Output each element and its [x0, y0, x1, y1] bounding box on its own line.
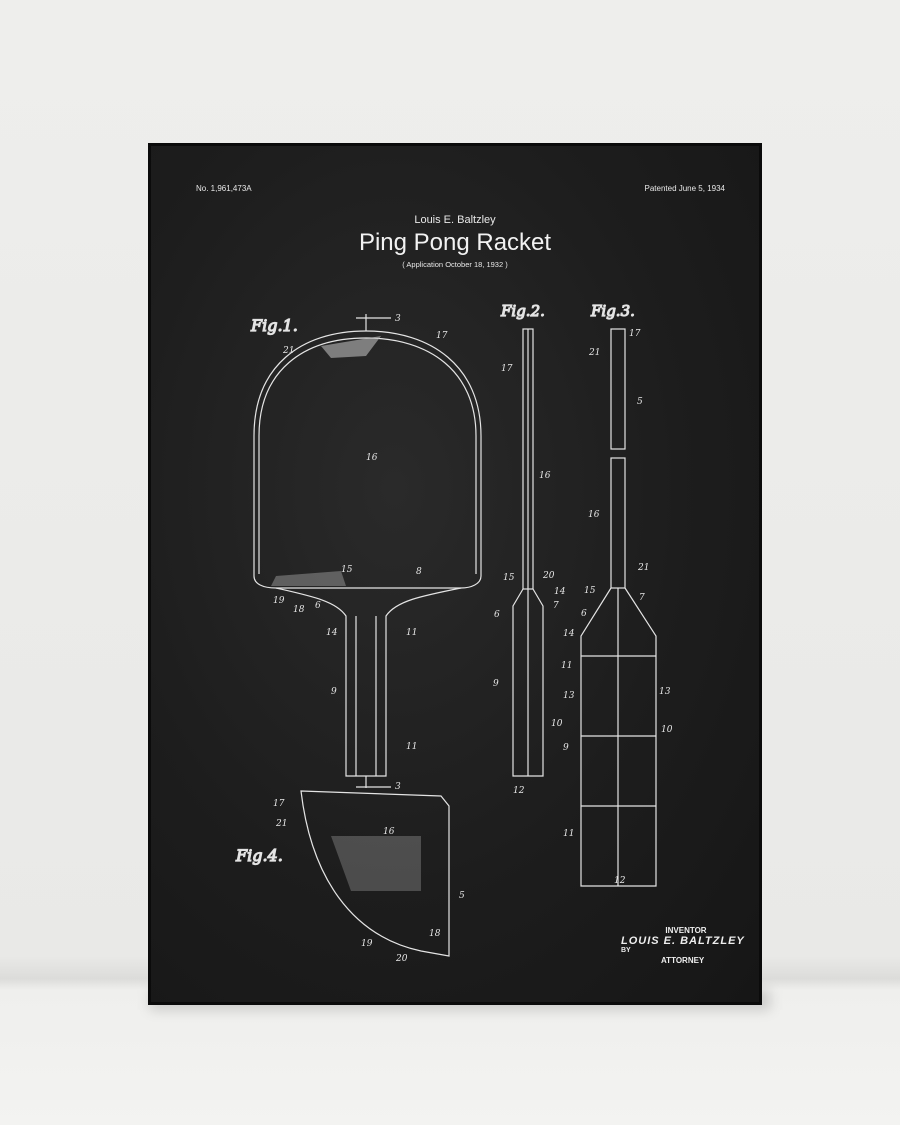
- part-number-label: 13: [659, 687, 671, 697]
- part-number-label: 7: [553, 601, 559, 611]
- part-number-label: 8: [416, 567, 422, 577]
- part-number-label: 19: [361, 939, 373, 949]
- part-number-label: 11: [561, 661, 572, 671]
- part-number-label: 18: [429, 929, 441, 939]
- part-number-label: 18: [293, 605, 305, 615]
- part-number-label: 16: [383, 827, 395, 837]
- fig1-racket-drawing: [253, 314, 482, 788]
- part-number-label: 5: [637, 397, 643, 407]
- fig1-label: Fig.1.: [250, 316, 298, 335]
- patent-drawing: Fig.1. Fig.2. Fig.3. Fig.4. 3 17 21 16 1…: [234, 301, 673, 964]
- part-number-label: 15: [503, 573, 515, 583]
- part-number-label: 5: [459, 891, 465, 901]
- part-number-label: 7: [639, 593, 645, 603]
- inventor-name: Louis E. Baltzley: [414, 214, 496, 226]
- part-number-label: 16: [539, 471, 551, 481]
- part-number-label: 21: [637, 563, 649, 573]
- application-date: ( Application October 18, 1932 ): [402, 260, 508, 269]
- part-number-labels: 3 17 21 16 15 8 19 18 6 14 11 9 11 3 17 …: [273, 314, 673, 964]
- part-number-label: 9: [331, 687, 337, 697]
- fig3-section-drawing: [580, 328, 657, 887]
- part-number-label: 12: [513, 786, 525, 796]
- inventor-signature-name: LOUIS E. BALTZLEY: [621, 935, 745, 947]
- fig4-detail-drawing: [300, 790, 450, 957]
- part-number-label: 3: [395, 782, 401, 792]
- inventor-label: INVENTOR: [665, 926, 707, 935]
- fig2-side-view-drawing: [512, 328, 544, 777]
- part-number-label: 10: [661, 725, 673, 735]
- fig4-label: Fig.4.: [235, 846, 283, 865]
- part-number-label: 17: [629, 329, 641, 339]
- fig3-label: Fig.3.: [590, 302, 635, 320]
- part-number-label: 10: [551, 719, 563, 729]
- part-number-label: 6: [581, 609, 587, 619]
- part-number-label: 9: [493, 679, 499, 689]
- part-number-label: 11: [406, 742, 417, 752]
- signature-block: INVENTOR LOUIS E. BALTZLEY BY ATTORNEY: [621, 926, 751, 965]
- part-number-label: 20: [395, 954, 408, 964]
- part-number-label: 6: [315, 601, 321, 611]
- fig2-label: Fig.2.: [500, 302, 545, 320]
- poster-frame: No. 1,961,473A Patented June 5, 1934 Lou…: [148, 143, 762, 1005]
- part-number-label: 15: [341, 565, 353, 575]
- part-number-label: 15: [584, 586, 596, 596]
- part-number-label: 14: [326, 628, 338, 638]
- part-number-label: 13: [563, 691, 575, 701]
- attorney-label: ATTORNEY: [661, 956, 705, 965]
- part-number-label: 17: [273, 799, 285, 809]
- part-number-label: 14: [554, 587, 566, 597]
- patent-date: Patented June 5, 1934: [644, 184, 725, 193]
- part-number-label: 6: [494, 610, 500, 620]
- part-number-label: 14: [563, 629, 575, 639]
- part-number-label: 12: [614, 876, 626, 886]
- poster-title: Ping Pong Racket: [358, 229, 552, 256]
- part-number-label: 11: [406, 628, 417, 638]
- part-number-label: 21: [588, 348, 600, 358]
- part-number-label: 11: [563, 829, 574, 839]
- part-number-label: 17: [501, 364, 513, 374]
- part-number-label: 21: [275, 819, 287, 829]
- patent-number: No. 1,961,473A: [196, 184, 252, 193]
- part-number-label: 17: [436, 331, 448, 341]
- part-number-label: 20: [542, 571, 555, 581]
- part-number-label: 21: [282, 346, 294, 356]
- by-label: BY: [621, 947, 631, 954]
- part-number-label: 16: [588, 510, 600, 520]
- part-number-label: 3: [395, 314, 401, 324]
- part-number-label: 19: [273, 596, 285, 606]
- part-number-label: 16: [366, 453, 378, 463]
- part-number-label: 9: [563, 743, 569, 753]
